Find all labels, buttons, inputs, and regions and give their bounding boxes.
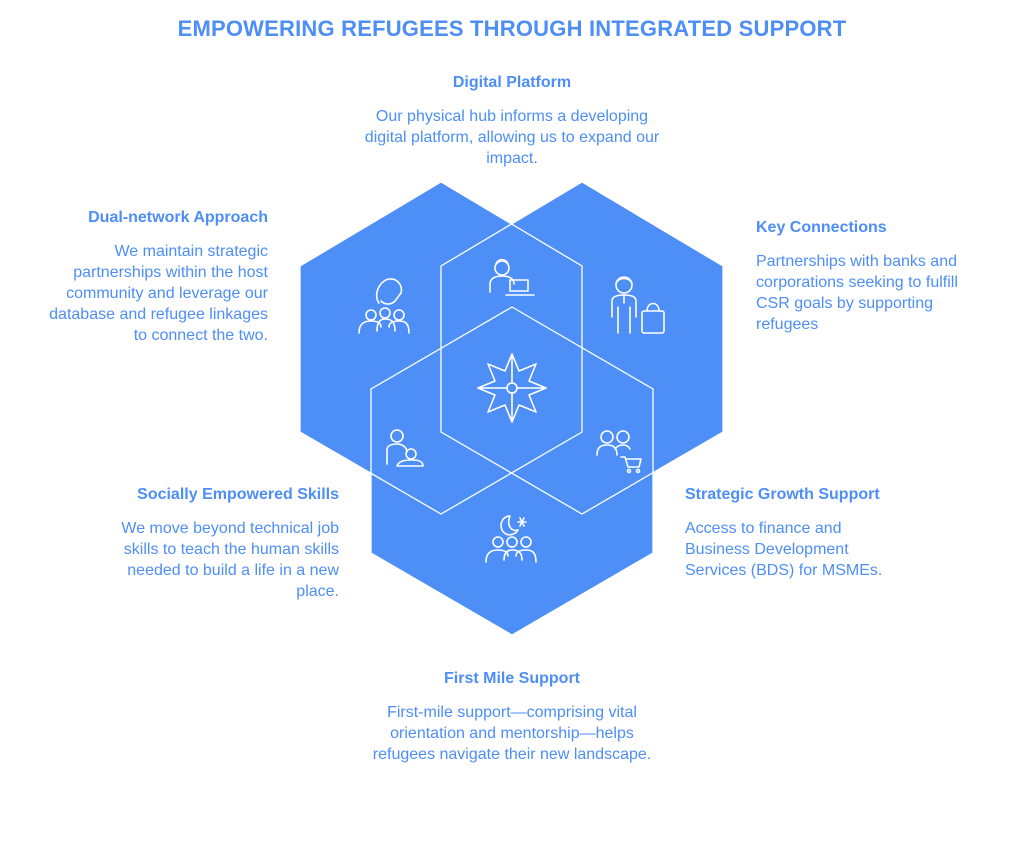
section-heading: Strategic Growth Support	[685, 486, 880, 503]
section-dual-network: Dual-network Approach We maintain strate…	[38, 209, 268, 346]
section-first-mile-support: First Mile Support First-mile support—co…	[362, 670, 662, 765]
section-text: Partnerships with banks and corporations…	[756, 253, 958, 333]
section-strategic-growth-support: Strategic Growth Support Access to finan…	[685, 486, 910, 581]
caregiver-icon	[386, 429, 424, 467]
hex-left-outline	[299, 181, 583, 515]
section-text: We move beyond technical job skills to t…	[121, 520, 339, 600]
section-text: Access to finance and Business Developme…	[685, 520, 883, 579]
page-title: EMPOWERING REFUGEES THROUGH INTEGRATED S…	[177, 16, 847, 41]
people-cart-icon	[596, 430, 642, 474]
section-heading: First Mile Support	[444, 670, 580, 687]
section-digital-platform: Digital Platform Our physical hub inform…	[362, 74, 662, 169]
hex-right-outline	[440, 181, 724, 515]
section-text: We maintain strategic partnerships withi…	[49, 243, 268, 344]
person-laptop-icon	[489, 258, 535, 296]
compass-star-icon	[477, 353, 547, 423]
section-heading: Key Connections	[756, 219, 887, 236]
section-key-connections: Key Connections Partnerships with banks …	[756, 219, 996, 335]
section-socially-empowered-skills: Socially Empowered Skills We move beyond…	[108, 486, 339, 602]
section-text: Our physical hub informs a developing di…	[364, 108, 660, 167]
section-heading: Digital Platform	[452, 74, 572, 91]
person-bag-icon	[611, 276, 665, 334]
section-heading: Socially Empowered Skills	[137, 486, 339, 503]
section-text: First-mile support—comprising vital orie…	[372, 704, 652, 763]
moon-community-icon	[485, 515, 537, 563]
hex-bottom-outline	[370, 306, 654, 636]
section-heading: Dual-network Approach	[88, 209, 268, 226]
hand-group-icon	[358, 278, 410, 334]
